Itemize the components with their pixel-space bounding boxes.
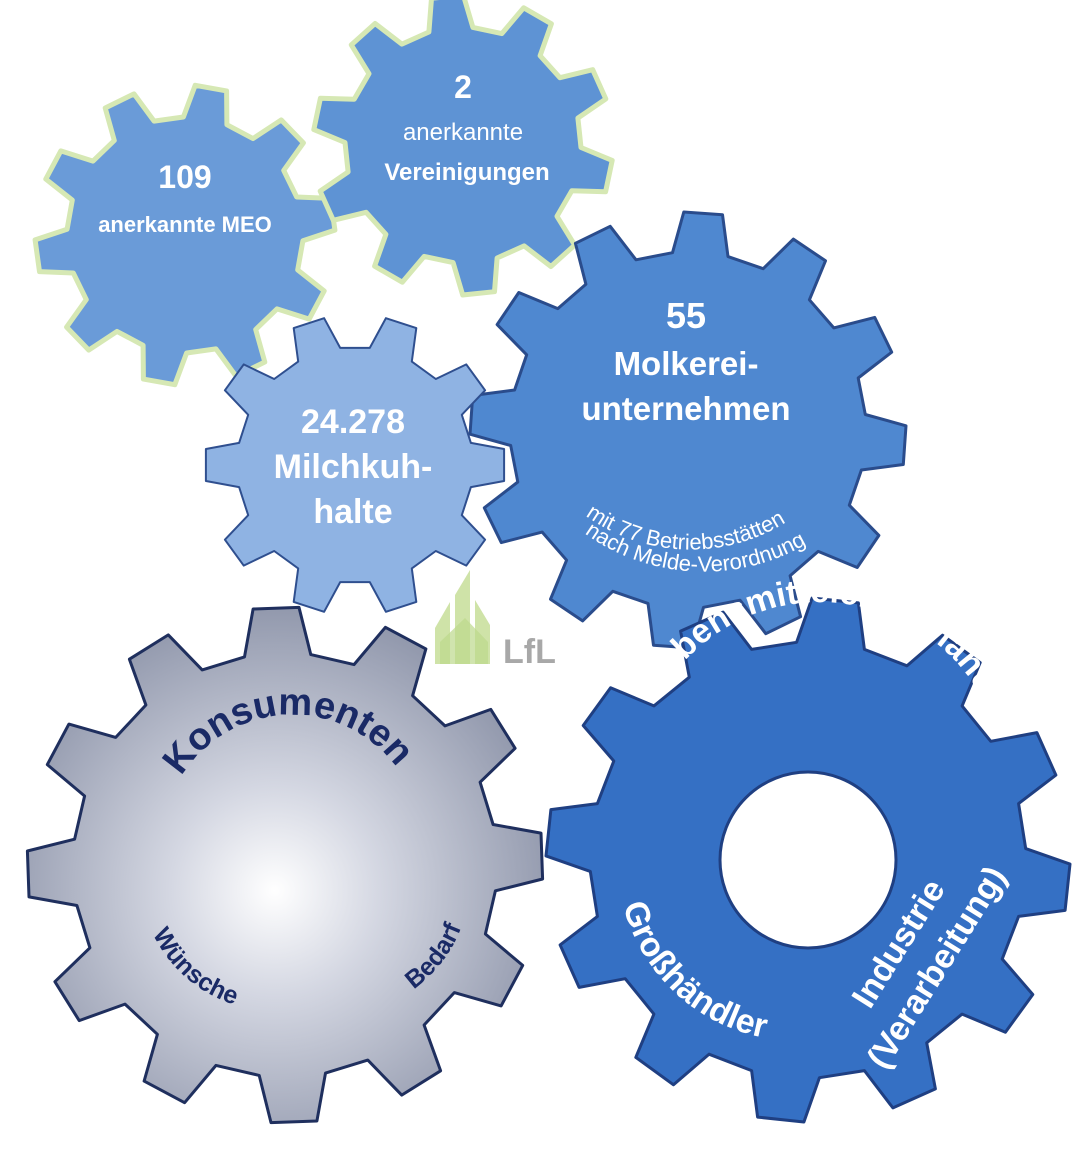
vereinigungen-label-2: Vereinigungen bbox=[384, 159, 549, 186]
vereinigungen-label-1: anerkannte bbox=[403, 119, 523, 146]
gear-handel-shape bbox=[544, 596, 1072, 1124]
gear-molkerei-shape bbox=[468, 210, 908, 650]
molkerei-number: 55 bbox=[666, 295, 706, 336]
meo-label: anerkannte MEO bbox=[98, 212, 272, 237]
vereinigungen-number: 2 bbox=[454, 69, 472, 105]
gear-meo: 109 anerkannte MEO bbox=[32, 82, 338, 388]
gear-molkerei: 55 Molkerei- unternehmen mit 77 Betriebs… bbox=[468, 210, 908, 650]
meo-number: 109 bbox=[158, 159, 211, 195]
gear-vereinigungen: 2 anerkannte Vereinigungen bbox=[311, 0, 615, 298]
gear-milchkuh: 24.278 Milchkuh- halte bbox=[204, 317, 506, 613]
molkerei-label-2: unternehmen bbox=[581, 390, 790, 427]
lfl-logo: LfL bbox=[435, 570, 556, 671]
lfl-logo-text: LfL bbox=[503, 633, 556, 671]
milchkuh-number: 24.278 bbox=[301, 403, 405, 441]
gear-handel: Lebensmitteleinzelhandel Großhändler Ind… bbox=[544, 572, 1072, 1124]
gear-milchkuh-shape bbox=[204, 317, 506, 613]
milchkuh-label-1: Milchkuh- bbox=[274, 448, 433, 486]
lfl-logo-icon bbox=[435, 570, 490, 664]
gear-konsumenten: Konsumenten Wünsche Bedarf bbox=[25, 605, 545, 1125]
gear-meo-shape bbox=[32, 82, 338, 388]
gear-vereinigungen-shape bbox=[311, 0, 615, 298]
gear-konsumenten-shape bbox=[25, 605, 545, 1125]
molkerei-label-1: Molkerei- bbox=[614, 345, 759, 382]
milchkuh-label-2: halte bbox=[313, 493, 392, 531]
